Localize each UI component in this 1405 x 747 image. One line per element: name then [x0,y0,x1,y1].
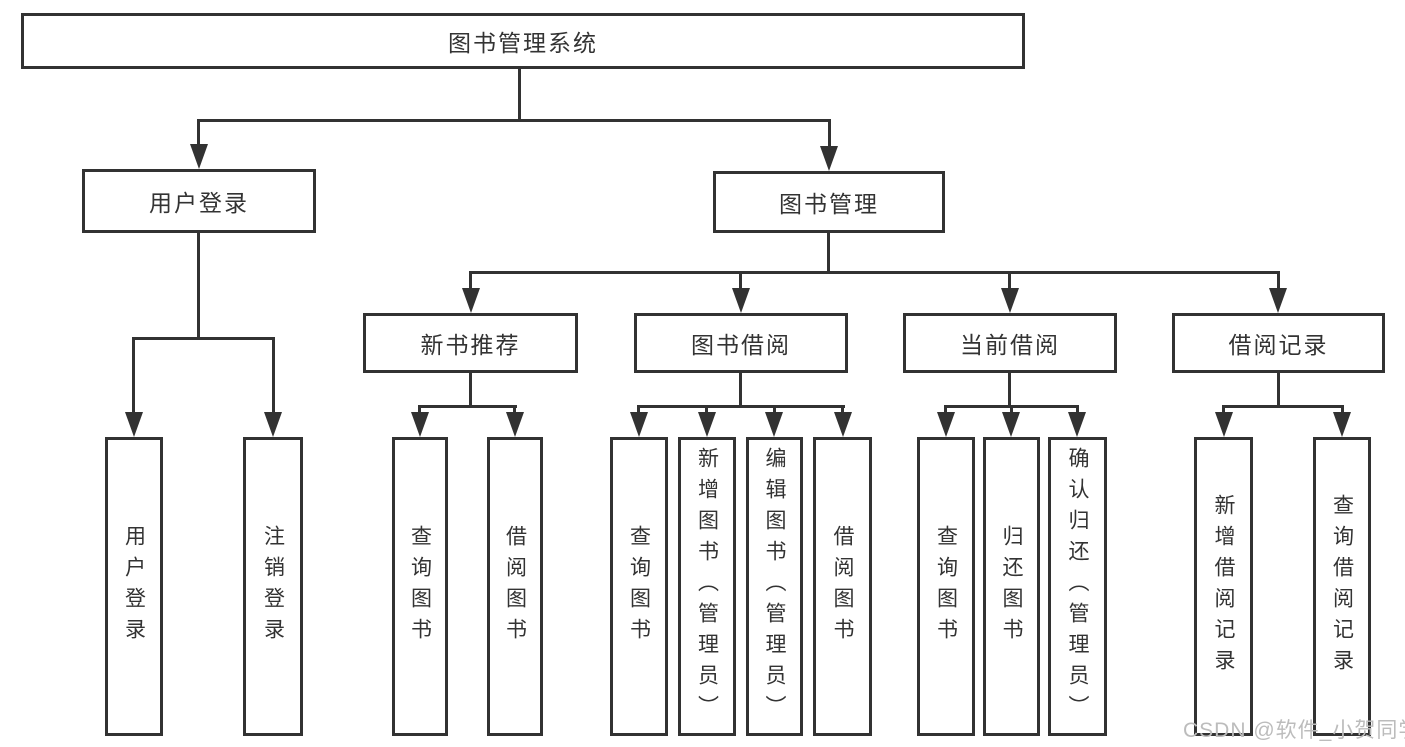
arrow-down-icon [820,146,838,171]
connector-line [198,119,831,122]
node-library-management-system: 图书管理系统 [21,13,1025,69]
connector-line [1222,405,1225,415]
connector-line [133,337,275,340]
node-new-book-recommendation: 新书推荐 [363,313,578,373]
connector-line [841,405,844,415]
leaf-add-books-admin: 新增图书（管理员） [678,437,736,736]
arrow-down-icon [765,412,783,437]
connector-line [1008,271,1011,291]
connector-line [418,405,421,415]
connector-line [827,233,830,274]
connector-line [470,271,1280,274]
leaf-logout: 注销登录 [243,437,303,736]
arrow-down-icon [264,412,282,437]
arrow-down-icon [1001,288,1019,313]
connector-line [1010,405,1013,415]
connector-line [272,337,275,415]
arrow-down-icon [125,412,143,437]
leaf-add-borrow-record: 新增借阅记录 [1194,437,1253,736]
leaf-query-borrow-record: 查询借阅记录 [1313,437,1371,736]
connector-line [637,405,845,408]
connector-line [513,405,516,415]
connector-line [1277,271,1280,291]
arrow-down-icon [1269,288,1287,313]
connector-line [637,405,640,415]
arrow-down-icon [937,412,955,437]
connector-line [1008,373,1011,408]
arrow-down-icon [1215,412,1233,437]
node-current-borrowing: 当前借阅 [903,313,1117,373]
node-book-management: 图书管理 [713,171,945,233]
arrow-down-icon [698,412,716,437]
connector-line [773,405,776,415]
arrow-down-icon [462,288,480,313]
connector-line [518,69,521,120]
leaf-query-books-1: 查询图书 [392,437,448,736]
connector-line [1222,405,1344,408]
connector-line [197,233,200,340]
connector-line [1341,405,1344,415]
connector-line [1277,373,1280,408]
connector-line [739,373,742,408]
connector-line [1076,405,1079,415]
leaf-borrow-books-1: 借阅图书 [487,437,543,736]
csdn-watermark: CSDN @软件_小贺同学 [1183,719,1405,742]
arrow-down-icon [732,288,750,313]
connector-line [418,405,517,408]
connector-line [944,405,947,415]
node-book-borrowing: 图书借阅 [634,313,848,373]
leaf-borrow-books-2: 借阅图书 [813,437,872,736]
connector-line [197,119,200,147]
node-borrowing-records: 借阅记录 [1172,313,1385,373]
arrow-down-icon [834,412,852,437]
arrow-down-icon [630,412,648,437]
connector-line [705,405,708,415]
connector-line [828,119,831,148]
leaf-query-books-2: 查询图书 [610,437,668,736]
connector-line [469,373,472,408]
leaf-confirm-return-admin: 确认归还（管理员） [1048,437,1107,736]
node-user-login: 用户登录 [82,169,316,233]
leaf-edit-books-admin: 编辑图书（管理员） [746,437,803,736]
arrow-down-icon [1002,412,1020,437]
arrow-down-icon [1333,412,1351,437]
leaf-query-books-3: 查询图书 [917,437,975,736]
connector-line [132,337,135,415]
connector-line [469,271,472,291]
arrow-down-icon [506,412,524,437]
leaf-return-books: 归还图书 [983,437,1040,736]
arrow-down-icon [411,412,429,437]
arrow-down-icon [1068,412,1086,437]
connector-line [739,271,742,291]
arrow-down-icon [190,144,208,169]
leaf-user-login: 用户登录 [105,437,163,736]
